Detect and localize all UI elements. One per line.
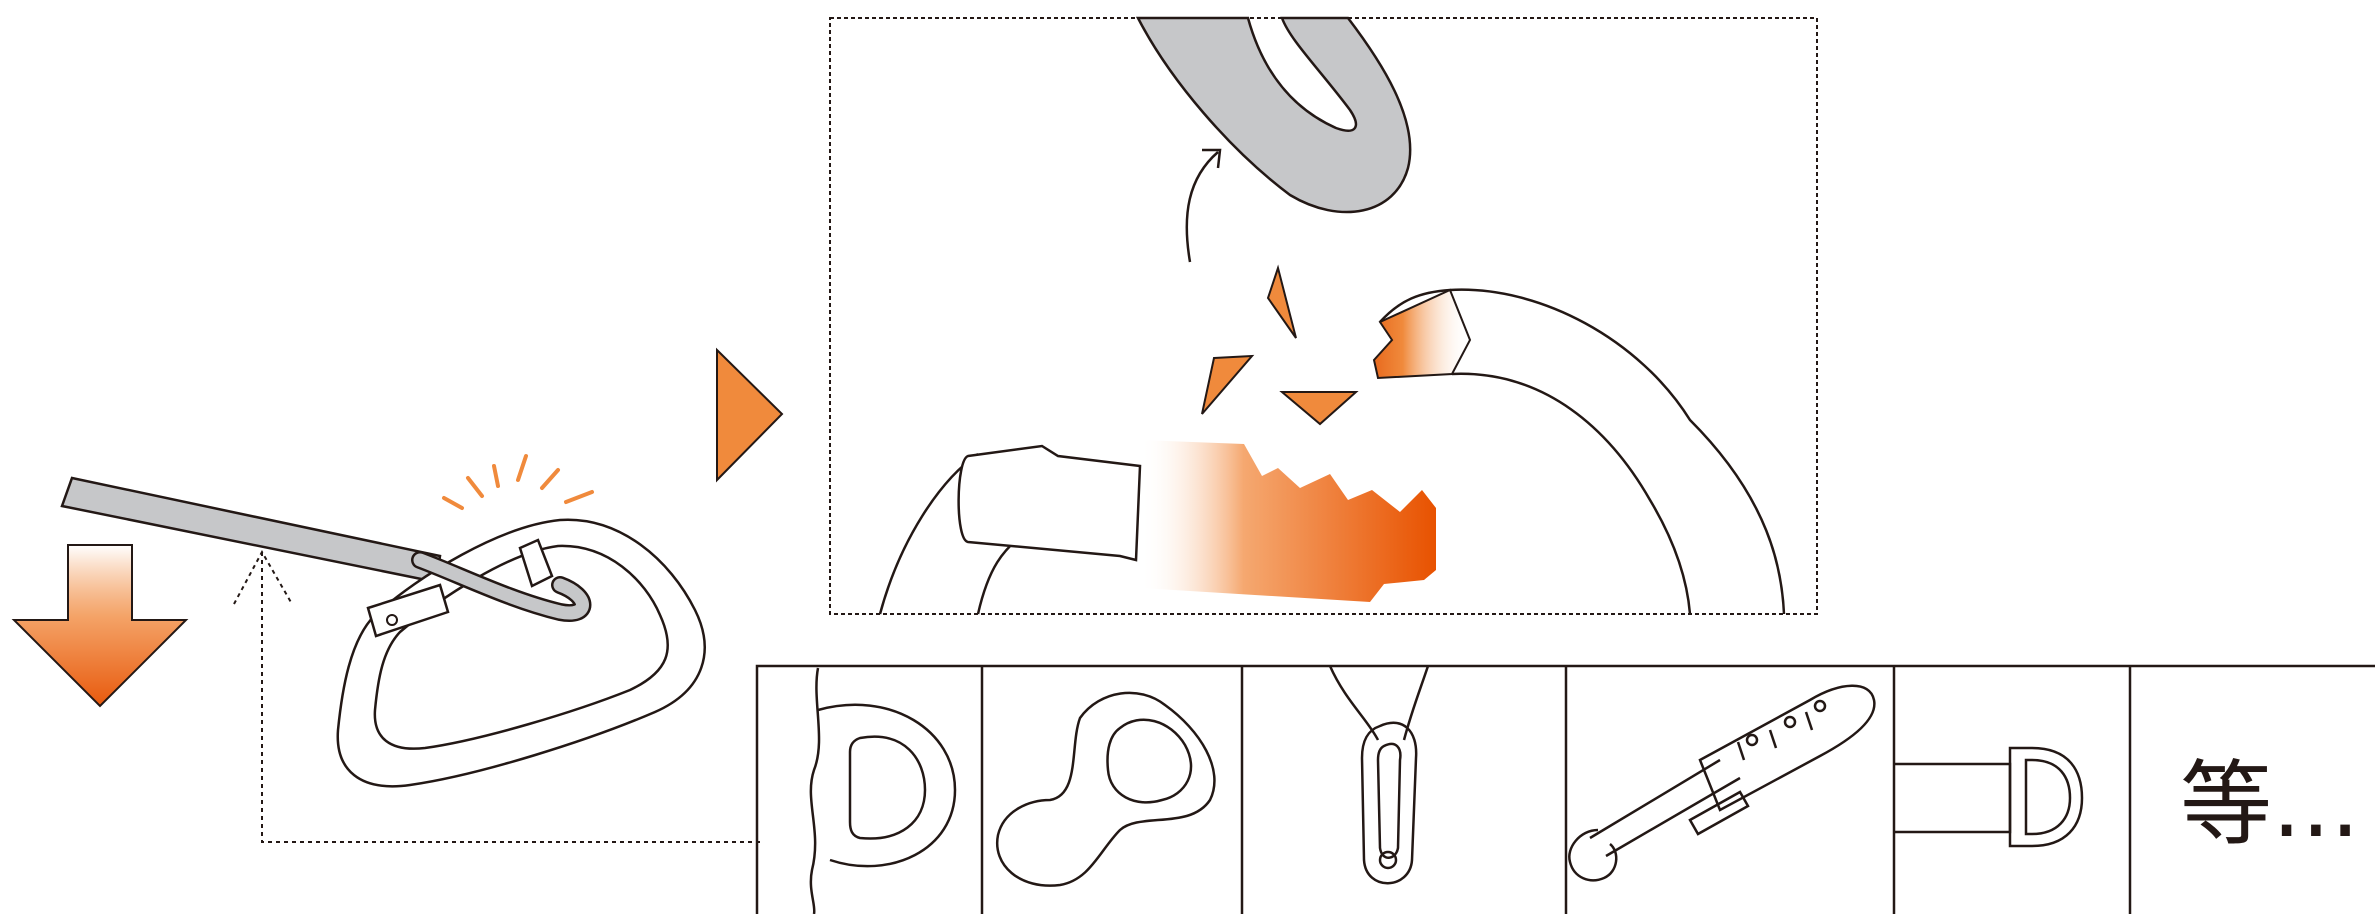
play-arrow-icon [716,347,784,483]
impact-burst-icon [442,454,594,510]
figure-eight-ring-icon [995,691,1216,887]
motion-arrow-icon [1185,148,1222,263]
webbing-d-ring-icon [1894,746,2084,848]
carabiner-in-sling-icon [1328,665,1430,885]
adjustable-tool-icon [1568,684,1876,882]
breaking-carabiner-gate-icon [878,288,1786,615]
d-ring-on-webbing-icon [809,667,957,914]
fragment-shards-icon [1201,264,1359,426]
indicator-leader-line [233,549,760,843]
released-sling-icon [1135,16,1412,214]
detail-zoom-panel [829,16,1818,615]
examples-strip [755,664,2375,914]
continuation-text: 等... [2180,751,2360,858]
carabiner-icon [336,518,706,788]
downward-force-arrow-icon [11,544,189,708]
